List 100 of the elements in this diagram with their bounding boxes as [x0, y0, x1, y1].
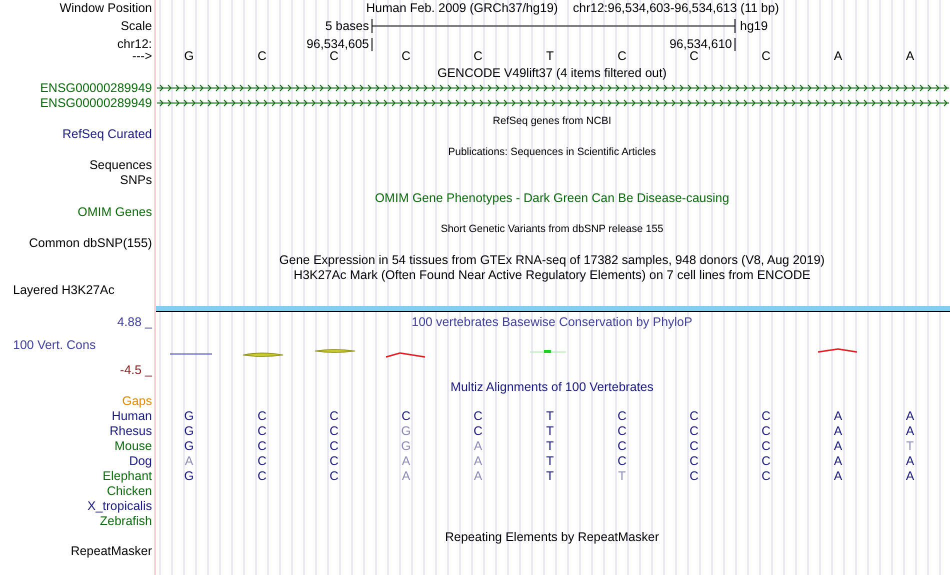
base-letter: A: [474, 469, 482, 483]
track-label: 4.88 _: [117, 315, 152, 329]
base-letter: C: [761, 439, 771, 453]
base-letter: T: [546, 454, 554, 468]
base-letter: G: [184, 409, 194, 423]
track-title: 100 vertebrates Basewise Conservation by PhyloP: [412, 315, 692, 329]
base-letter: A: [834, 424, 842, 438]
track-label: Scale: [120, 19, 152, 33]
track-label: Layered H3K27Ac: [13, 283, 114, 297]
base-letter: C: [689, 439, 699, 453]
base-letter: A: [906, 424, 914, 438]
track-label: 100 Vert. Cons: [13, 338, 96, 352]
track-title: GENCODE V49lift37 (4 items filtered out): [437, 66, 667, 80]
track-title: OMIM Gene Phenotypes - Dark Green Can Be Disease-causing: [374, 191, 730, 205]
track-label: Gaps: [122, 394, 152, 408]
base-letter: C: [617, 424, 627, 438]
base-letter: C: [689, 454, 699, 468]
track-label: --->: [132, 49, 152, 63]
base-letter: C: [329, 409, 339, 423]
base-letter: C: [689, 409, 699, 423]
track-label: Zebrafish: [100, 514, 152, 528]
base-letter: C: [473, 409, 483, 423]
assembly-label: hg19: [740, 19, 768, 33]
position-label: chr12:96,534,603-96,534,613 (11 bp): [572, 1, 780, 15]
assembly-label: Human Feb. 2009 (GRCh37/hg19): [366, 1, 558, 15]
coordinate-label: 96,534,610: [669, 37, 732, 51]
track-label: Dog: [129, 454, 152, 468]
base-letter: C: [329, 424, 339, 438]
track-title: Publications: Sequences in Scientific Articles: [448, 145, 656, 159]
base-letter: C: [761, 49, 771, 63]
base-letter: T: [618, 469, 626, 483]
base-letter: C: [257, 49, 267, 63]
base-letter: A: [402, 469, 410, 483]
base-letter: A: [834, 439, 842, 453]
track-label: RepeatMasker: [70, 544, 152, 558]
base-letter: C: [473, 49, 483, 63]
base-letter: T: [906, 439, 914, 453]
track-label: SNPs: [120, 173, 152, 187]
base-letter: T: [546, 439, 554, 453]
track-label: X_tropicalis: [87, 499, 152, 513]
base-letter: C: [257, 409, 267, 423]
base-letter: A: [906, 469, 914, 483]
base-letter: C: [257, 454, 267, 468]
base-letter: C: [329, 439, 339, 453]
base-letter: C: [617, 49, 627, 63]
base-letter: C: [761, 409, 771, 423]
base-letter: C: [329, 49, 339, 63]
base-letter: C: [617, 439, 627, 453]
track-label: Human: [112, 409, 152, 423]
base-letter: C: [761, 469, 771, 483]
base-letter: T: [546, 49, 554, 63]
track-title: Multiz Alignments of 100 Vertebrates: [450, 380, 654, 394]
base-letter: C: [401, 49, 411, 63]
base-letter: A: [474, 454, 482, 468]
track-label: RefSeq Curated: [62, 127, 152, 141]
base-letter: C: [689, 49, 699, 63]
base-letter: A: [906, 409, 914, 423]
base-letter: A: [834, 469, 842, 483]
base-letter: C: [689, 469, 699, 483]
coordinate-label: 96,534,605: [306, 37, 369, 51]
base-letter: T: [546, 469, 554, 483]
base-letter: C: [257, 424, 267, 438]
base-letter: C: [761, 454, 771, 468]
base-letter: C: [617, 409, 627, 423]
track-label: Mouse: [114, 439, 152, 453]
track-label: Elephant: [102, 469, 152, 483]
base-letter: C: [473, 424, 483, 438]
base-letter: A: [184, 454, 194, 468]
base-letter: C: [617, 454, 627, 468]
base-letter: A: [834, 49, 842, 63]
track-label: Chicken: [106, 484, 152, 498]
base-letter: C: [689, 424, 699, 438]
base-letter: C: [257, 439, 267, 453]
track-title: H3K27Ac Mark (Often Found Near Active Regulatory Elements) on 7 cell lines from ENCODE: [294, 268, 810, 282]
track-label: -4.5 _: [120, 363, 152, 377]
base-letter: A: [906, 49, 914, 63]
base-letter: G: [184, 469, 194, 483]
base-letter: G: [401, 439, 411, 453]
track-label: OMIM Genes: [78, 205, 152, 219]
base-letter: A: [834, 409, 842, 423]
base-letter: C: [257, 469, 267, 483]
track-title: Gene Expression in 54 tissues from GTEx RNA-seq of 17382 samples, 948 donors (V8, Aug 2019): [279, 253, 825, 267]
base-letter: C: [401, 409, 411, 423]
track-title: Short Genetic Variants from dbSNP release 155: [440, 222, 664, 236]
track-label: chr12:: [117, 37, 152, 51]
base-letter: A: [906, 454, 914, 468]
base-letter: C: [329, 454, 339, 468]
track-title: Repeating Elements by RepeatMasker: [445, 530, 659, 544]
base-letter: G: [184, 439, 194, 453]
base-letter: G: [184, 424, 194, 438]
base-letter: G: [401, 424, 411, 438]
base-letter: A: [474, 439, 482, 453]
track-label: Rhesus: [110, 424, 152, 438]
base-letter: C: [329, 469, 339, 483]
track-title: RefSeq genes from NCBI: [492, 114, 612, 128]
scale-label: 5 bases: [325, 19, 369, 33]
track-label: Common dbSNP(155): [29, 236, 152, 250]
base-letter: A: [834, 454, 842, 468]
track-label: ENSG00000289949: [40, 81, 152, 95]
track-label: ENSG00000289949: [40, 96, 152, 110]
